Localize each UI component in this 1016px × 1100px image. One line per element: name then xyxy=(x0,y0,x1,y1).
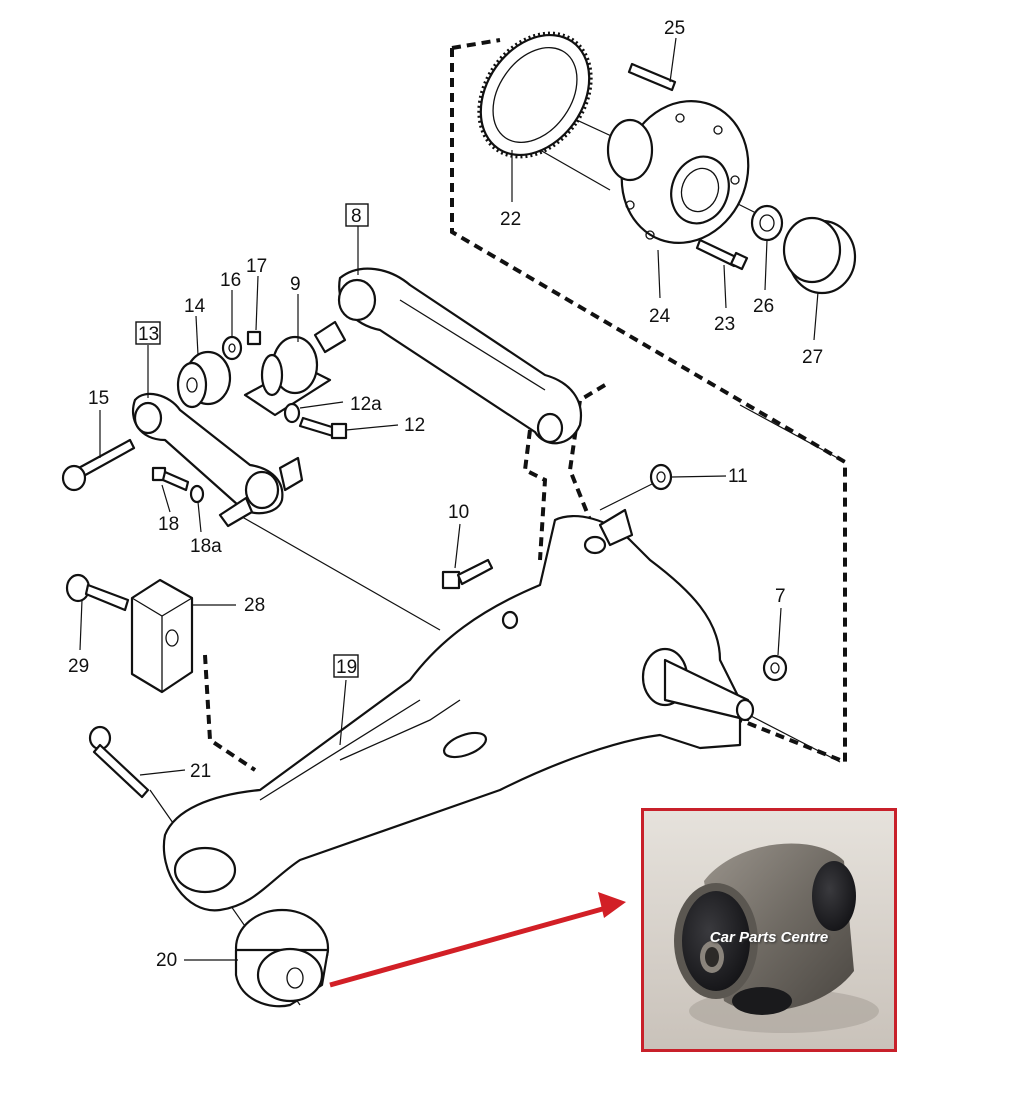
callout-27: 27 xyxy=(802,347,823,368)
bolt-10 xyxy=(441,558,494,590)
callout-15: 15 xyxy=(88,388,109,409)
callout-24: 24 xyxy=(649,306,671,327)
bushing-product-photo: Car Parts Centre xyxy=(641,808,897,1052)
callout-26: 26 xyxy=(753,296,774,317)
callout-25: 25 xyxy=(664,18,685,39)
callout-13: 13 xyxy=(138,324,159,345)
nut-11 xyxy=(649,463,673,491)
trailing-arm xyxy=(162,508,755,912)
bolt-21 xyxy=(88,725,150,799)
control-arm-bushing xyxy=(176,350,232,409)
nut-17 xyxy=(246,330,262,346)
callout-10: 10 xyxy=(448,502,469,523)
bolt-12 xyxy=(298,416,348,440)
upper-link-arm xyxy=(337,267,583,445)
callout-leaders xyxy=(79,37,819,961)
callout-12a: 12a xyxy=(350,394,382,415)
callout-28: 28 xyxy=(244,595,265,616)
bolt-15 xyxy=(61,438,136,492)
wheel-stud xyxy=(627,62,677,92)
trailing-arm-bushing xyxy=(234,908,330,1008)
red-pointer-arrow xyxy=(329,892,626,988)
callout-13-box xyxy=(135,321,161,345)
callout-21: 21 xyxy=(190,761,211,782)
callout-8-box xyxy=(345,203,369,227)
watermark-text: Car Parts Centre xyxy=(709,929,829,946)
callout-18a: 18a xyxy=(190,536,222,557)
callout-17: 17 xyxy=(246,256,267,277)
callout-20: 20 xyxy=(156,950,177,971)
callout-8: 8 xyxy=(351,206,362,227)
bushing-photo-image xyxy=(644,811,894,1049)
abs-tone-ring xyxy=(477,31,593,159)
wheel-hub xyxy=(606,99,750,245)
hub-bolt xyxy=(695,238,749,271)
spacer-plate xyxy=(130,578,194,694)
callout-19-box xyxy=(333,654,359,678)
hub-nut xyxy=(750,204,784,242)
washer-18a xyxy=(189,484,205,504)
callout-22: 22 xyxy=(500,209,521,230)
callout-7: 7 xyxy=(775,586,786,607)
callout-14: 14 xyxy=(184,296,206,317)
callout-11: 11 xyxy=(728,466,748,487)
bracket-bushing xyxy=(243,320,347,417)
callout-18: 18 xyxy=(158,514,179,535)
callout-labels: 25 22 24 23 26 27 8 9 17 16 14 13 15 12a… xyxy=(68,18,823,971)
nut-7 xyxy=(762,654,788,682)
bolt-29 xyxy=(65,573,130,612)
callout-19: 19 xyxy=(336,657,357,678)
washer-12a xyxy=(283,402,301,424)
callout-29: 29 xyxy=(68,656,89,677)
callout-9: 9 xyxy=(290,274,301,295)
dust-cap xyxy=(782,216,857,295)
washer-16 xyxy=(221,335,243,361)
callout-12: 12 xyxy=(404,415,425,436)
callout-23: 23 xyxy=(714,314,735,335)
callout-16: 16 xyxy=(220,270,241,291)
bolt-18 xyxy=(151,466,190,492)
lower-link-arm xyxy=(131,392,304,528)
